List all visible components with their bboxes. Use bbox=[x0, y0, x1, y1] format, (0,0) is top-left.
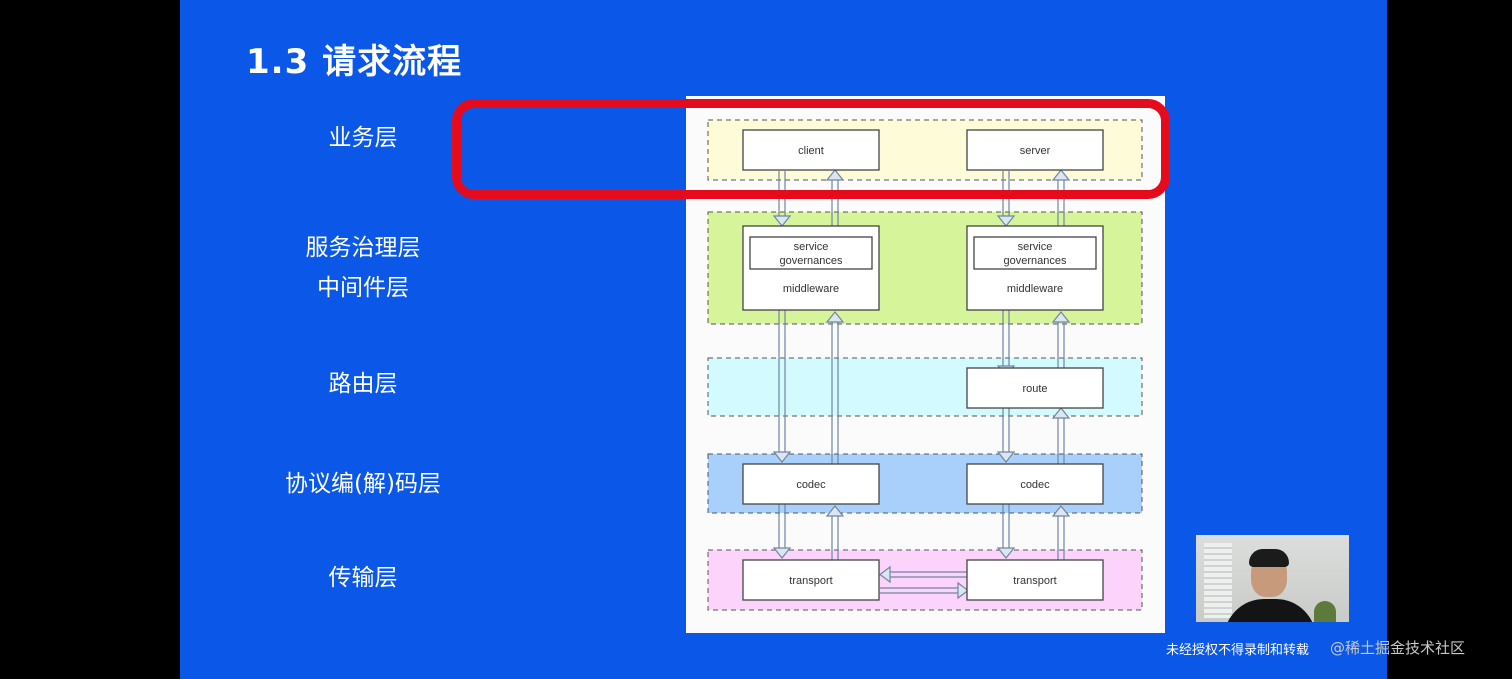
layer-label-routing: 路由层 bbox=[328, 371, 398, 397]
client-codec-box bbox=[742, 463, 880, 505]
route-label: route bbox=[1022, 383, 1047, 395]
presenter-webcam bbox=[1196, 535, 1349, 622]
presenter-hair bbox=[1249, 549, 1289, 567]
server-codec-box bbox=[966, 463, 1104, 505]
plant bbox=[1314, 601, 1336, 622]
client-label: client bbox=[798, 145, 824, 157]
client-transport-box bbox=[742, 559, 880, 601]
server-up-arrow bbox=[1051, 169, 1071, 562]
client-governance-box bbox=[749, 236, 873, 270]
node-boxes bbox=[742, 129, 1104, 601]
layer-label-middleware: 中间件层 bbox=[317, 275, 409, 301]
window-blinds bbox=[1204, 543, 1232, 618]
server-transport-box bbox=[966, 559, 1104, 601]
presenter-body bbox=[1224, 599, 1316, 622]
client-middleware-label: middleware bbox=[783, 283, 839, 295]
layer-label-business: 业务层 bbox=[328, 125, 398, 151]
client-transport-label: transport bbox=[789, 575, 832, 587]
layer-label-governance: 服务治理层 bbox=[305, 235, 421, 261]
client-box bbox=[742, 129, 880, 171]
copyright-notice: 未经授权不得录制和转载 bbox=[1166, 643, 1310, 658]
transport-link-arrows bbox=[879, 565, 969, 600]
server-box bbox=[966, 129, 1104, 171]
client-up-arrow bbox=[825, 169, 845, 562]
route-box bbox=[966, 367, 1104, 409]
layer-label-codec: 协议编(解)码层 bbox=[285, 471, 441, 497]
server-transport-label: transport bbox=[1013, 575, 1056, 587]
server-label: server bbox=[1020, 145, 1051, 157]
business-layer-highlight bbox=[452, 99, 1170, 199]
source-watermark: @稀土掘金技术社区 bbox=[1330, 639, 1466, 657]
layer-label-transport: 传输层 bbox=[328, 565, 398, 591]
client-codec-label: codec bbox=[796, 479, 826, 491]
server-codec-label: codec bbox=[1020, 479, 1050, 491]
server-middleware-label: middleware bbox=[1007, 283, 1063, 295]
server-governance-box bbox=[973, 236, 1097, 270]
slide-title: 1.3 请求流程 bbox=[246, 42, 463, 82]
